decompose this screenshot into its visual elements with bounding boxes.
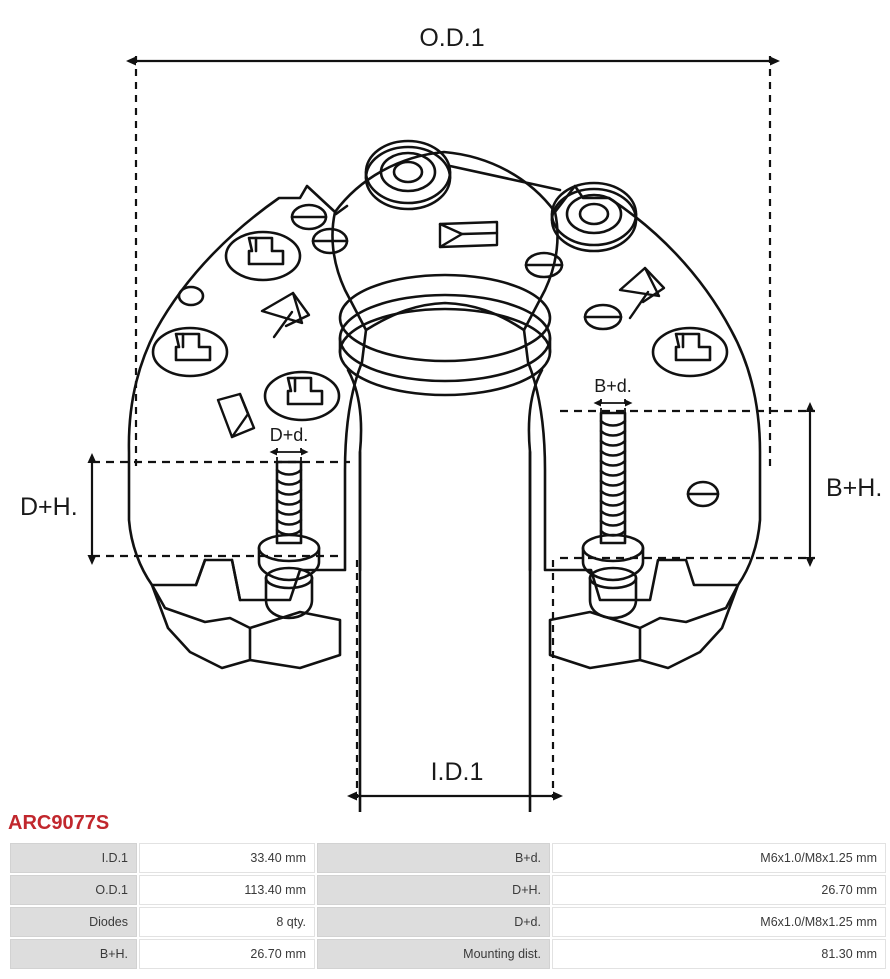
spec-value: 26.70 mm bbox=[552, 875, 886, 905]
spec-label: B+d. bbox=[317, 843, 550, 873]
diode-right-1 bbox=[651, 326, 729, 378]
bh-extension-lines bbox=[560, 409, 815, 560]
diode-left-2 bbox=[151, 326, 229, 378]
dh-extension-lines bbox=[92, 460, 350, 558]
spec-label: Mounting dist. bbox=[317, 939, 550, 969]
spec-label: O.D.1 bbox=[10, 875, 137, 905]
diode-left-3 bbox=[263, 370, 341, 422]
vent-holes bbox=[177, 203, 720, 508]
id1-extension-lines bbox=[355, 560, 555, 798]
spec-value: M6x1.0/M8x1.25 mm bbox=[552, 907, 886, 937]
center-shaft bbox=[358, 450, 532, 812]
boss-link-edge bbox=[448, 164, 562, 192]
table-row: B+H. 26.70 mm Mounting dist. 81.30 mm bbox=[10, 939, 886, 969]
spec-value: 33.40 mm bbox=[139, 843, 315, 873]
bd-extension-lines bbox=[600, 399, 626, 419]
table-row: I.D.1 33.40 mm B+d. M6x1.0/M8x1.25 mm bbox=[10, 843, 886, 873]
engraved-arrow-left bbox=[260, 291, 311, 339]
center-hub-collar bbox=[338, 273, 552, 572]
od1-extension-lines bbox=[134, 56, 772, 470]
diode-left-1 bbox=[224, 230, 302, 282]
rectifier-body-outline bbox=[127, 150, 762, 602]
body-notch-left bbox=[334, 204, 349, 216]
spec-label: Diodes bbox=[10, 907, 137, 937]
spec-value: 8 qty. bbox=[139, 907, 315, 937]
stud-right bbox=[581, 411, 645, 620]
spec-value: 113.40 mm bbox=[139, 875, 315, 905]
spec-table-body: I.D.1 33.40 mm B+d. M6x1.0/M8x1.25 mm O.… bbox=[10, 843, 886, 969]
lower-bracket-right bbox=[548, 583, 740, 670]
spec-value: 26.70 mm bbox=[139, 939, 315, 969]
table-row: O.D.1 113.40 mm D+H. 26.70 mm bbox=[10, 875, 886, 905]
spec-label: I.D.1 bbox=[10, 843, 137, 873]
spec-value: 81.30 mm bbox=[552, 939, 886, 969]
bd-label: B+d. bbox=[594, 376, 632, 396]
spec-label: D+d. bbox=[317, 907, 550, 937]
od1-label: O.D.1 bbox=[419, 24, 484, 52]
part-number-title: ARC9077S bbox=[8, 812, 110, 834]
dh-label: D+H. bbox=[20, 493, 78, 521]
lower-bracket-left bbox=[150, 558, 342, 670]
stud-left bbox=[257, 460, 321, 620]
bh-label: B+H. bbox=[826, 474, 882, 502]
technical-drawing: O.D.1 I.D.1 D+H. B+H. bbox=[20, 24, 882, 812]
dd-label: D+d. bbox=[270, 425, 309, 445]
spec-value: M6x1.0/M8x1.25 mm bbox=[552, 843, 886, 873]
engraved-arrow-right bbox=[618, 266, 666, 320]
terminal-bar-marking bbox=[438, 220, 499, 249]
dd-extension-lines bbox=[276, 448, 302, 468]
mounting-boss-right bbox=[550, 181, 638, 253]
table-row: Diodes 8 qty. D+d. M6x1.0/M8x1.25 mm bbox=[10, 907, 886, 937]
specification-table: I.D.1 33.40 mm B+d. M6x1.0/M8x1.25 mm O.… bbox=[8, 841, 888, 971]
spec-label: B+H. bbox=[10, 939, 137, 969]
slot-marking-left bbox=[216, 392, 256, 439]
id1-label: I.D.1 bbox=[431, 758, 484, 786]
spec-label: D+H. bbox=[317, 875, 550, 905]
mounting-boss-left bbox=[364, 139, 452, 211]
